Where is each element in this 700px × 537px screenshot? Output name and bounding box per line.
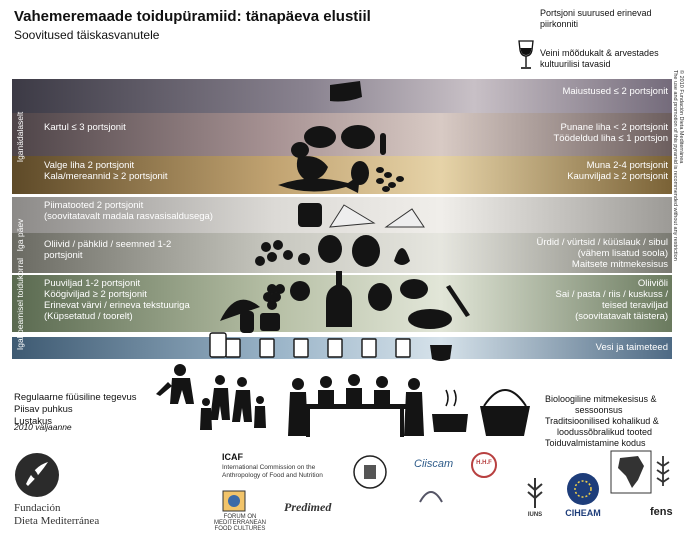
olives-text-2: portsjonit <box>44 250 83 261</box>
fens-logo: fens <box>650 506 673 518</box>
band-olives <box>12 233 672 273</box>
variety-text: Erinevat värvi / erineva tekstuuriga <box>44 300 190 311</box>
wine-note: Veini mõõdukalt & arvestades kultuurilis… <box>540 48 659 69</box>
lifestyle-illustration <box>156 364 530 437</box>
copyright-line: The use and promotion of this pyramid is… <box>672 70 678 261</box>
fundacion-logo-icon <box>15 453 59 497</box>
dairy-text: Piimatooted 2 portsjonit <box>44 200 144 211</box>
grains-text-2: teised teraviljad <box>601 300 668 311</box>
page-subtitle: Soovitused täiskasvanutele <box>14 28 160 42</box>
food-pyramid-illustration <box>209 81 470 361</box>
cooking-pot-icon <box>432 414 468 432</box>
africa-map-icon <box>610 450 652 494</box>
chicken-leg-icon <box>296 156 328 180</box>
garlic-icon <box>394 248 410 265</box>
rest-text: Piisav puhkus <box>14 404 73 415</box>
ciheam-logo-text: CIHEAM <box>565 508 601 518</box>
vegetables-text: Köögiviljad ≥ 2 portsjonit <box>44 289 147 300</box>
egg-icon <box>351 161 369 185</box>
portion-note: Portsjoni suurused erinevad piirkonniti <box>540 8 652 29</box>
eggs-text: Muna 2-4 portsjonit <box>586 160 668 171</box>
partner-logos: Fundación Dieta Mediterránea ICAF Intern… <box>0 446 700 537</box>
processed-meat-text: Töödeldud liha ≤ 1 portsjon <box>553 133 668 144</box>
lifestyle-left: Regulaarne füüsiline tegevus Piisav puhk… <box>14 392 137 428</box>
iuns-logo-text: IUNS <box>527 512 543 518</box>
grains-text: Sai / pasta / riis / kuskuss / <box>555 289 668 300</box>
potato-icon <box>291 142 309 158</box>
potato-text: Kartul ≤ 3 portsjonit <box>44 122 126 133</box>
forum-logo-text: FORUM ON MEDITERRANEAN FOOD CULTURES <box>213 514 266 532</box>
oil-bottle-icon <box>326 271 352 327</box>
water-glasses-icon <box>209 332 411 358</box>
family-meal-icon <box>288 374 424 437</box>
sausage-icon <box>380 133 386 155</box>
university-seal-icon <box>353 455 387 489</box>
side-label-every-meal: Igal peamisel toidukorral <box>15 257 25 350</box>
ciiscam-globe-icon <box>419 491 443 503</box>
cooking-note: (Küpsetatud / toorelt) <box>44 311 133 322</box>
cheese-icon <box>329 204 376 228</box>
copyright-vertical: © 2010 Fundación Dieta Mediterránea The … <box>672 70 688 510</box>
apple-icon <box>290 281 310 301</box>
ciheam-logo-icon <box>567 473 599 505</box>
fruit-text: Puuviljad 1-2 portsjonit <box>44 278 141 289</box>
seasonality-text: sessoonsus <box>575 405 623 415</box>
wheat-logo-icon <box>656 456 670 486</box>
olive-oil-text: Oliiviõli <box>637 278 668 289</box>
iuns-logo-icon <box>527 478 543 508</box>
cake-icon <box>330 81 362 102</box>
herbs-text: Ürdid / vürtsid / küüslauk / sibul <box>536 237 668 248</box>
yogurt-icon <box>298 203 322 227</box>
forum-logo-icon <box>222 490 246 512</box>
onion-icon <box>318 235 342 263</box>
physical-activity-text: Regulaarne füüsiline tegevus <box>14 392 137 403</box>
watermelon-icon <box>220 299 260 321</box>
conviviality-text: Lustakus <box>14 416 53 427</box>
wine-glass-icon <box>518 40 534 69</box>
side-label-weekly: Iganädalaselt <box>15 111 25 162</box>
people-exercising-icon <box>156 364 266 430</box>
white-meat-text: Valge liha 2 portsjonit <box>44 160 135 171</box>
lifestyle-right: Bioloogiline mitmekesisus & sessoonsus T… <box>545 394 659 449</box>
biodiversity-text: Bioloogiline mitmekesisus & <box>545 394 657 404</box>
home-cooking-text: Toiduvalmistamine kodus <box>545 438 646 448</box>
salt-note: (vähem lisatud soola) <box>577 248 668 259</box>
eco-products-text: loodussõbralikud tooted <box>557 427 653 437</box>
hhf-logo-text: H.H.F <box>476 460 492 466</box>
steak-icon <box>341 125 375 149</box>
teacup-icon <box>430 345 452 361</box>
olives-icon <box>255 240 293 266</box>
edition-label: 2010 väljaanne <box>14 422 72 432</box>
hhf-logo-icon <box>471 452 497 478</box>
copyright-line: © 2010 Fundación Dieta Mediterránea <box>678 70 684 164</box>
fish-text: Kala/mereannid ≥ 2 portsjonit <box>44 171 168 182</box>
icaf-logo: ICAF <box>222 452 243 462</box>
traditional-text: Traditsioonilised kohalikud & <box>545 416 659 426</box>
bread-icon <box>408 309 452 329</box>
water-text: Vesi ja taimeteed <box>595 342 668 353</box>
grapes-icon <box>263 284 285 310</box>
sweets-text: Maiustused ≤ 2 portsjonit <box>562 86 668 97</box>
fish-icon <box>278 175 360 193</box>
ciiscam-logo: Ciiscam <box>414 458 454 470</box>
olives-text: Oliivid / pähklid / seemned 1-2 <box>44 239 172 250</box>
beans-icon <box>376 167 404 192</box>
wholegrain-note: (soovitatavalt täistera) <box>575 311 668 322</box>
cauliflower-icon <box>400 279 428 299</box>
fundacion-logo-text: Fundación Dieta Mediterránea <box>14 502 100 527</box>
dairy-note: (soovitatavalt madala rasvasisaldusega) <box>44 211 213 222</box>
red-meat-text: Punane liha < 2 portsjonit <box>560 122 668 133</box>
basket-icon <box>480 406 530 436</box>
artichoke-icon <box>368 283 392 311</box>
icaf-description: International Commission on the Anthropo… <box>222 464 323 479</box>
wheat-icon <box>446 285 470 317</box>
legumes-text: Kaunviljad ≥ 2 portsjonit <box>567 171 668 182</box>
predimed-logo: Predimed <box>284 500 332 514</box>
flavour-text: Maitsete mitmekesisus <box>571 259 668 270</box>
page-title: Vahemeremaade toidupüramiid: tänapäeva e… <box>14 8 371 25</box>
